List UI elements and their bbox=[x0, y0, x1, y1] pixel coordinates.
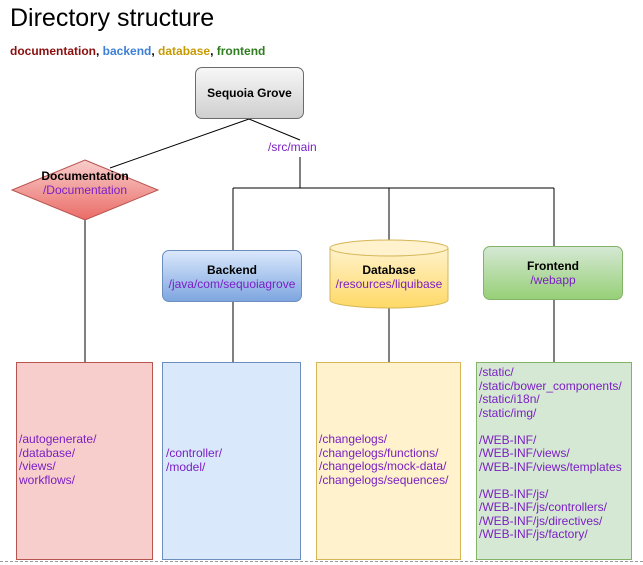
folder-entry: /WEB-INF/js/factory/ bbox=[479, 527, 588, 541]
folder-entry: /changelogs/mock-data/ bbox=[319, 459, 447, 473]
edge-label-src-main: /src/main bbox=[268, 140, 317, 154]
folder-entry: /model/ bbox=[166, 459, 206, 474]
documentation-diamond bbox=[10, 159, 160, 221]
legend-backend: backend bbox=[102, 44, 152, 58]
folder-group-spacer bbox=[479, 474, 631, 488]
legend-separator: , bbox=[96, 44, 103, 58]
legend-documentation: documentation bbox=[10, 44, 96, 58]
bottom-divider bbox=[0, 561, 643, 562]
folder-entry: /WEB-INF/js/ bbox=[479, 486, 549, 501]
page-title: Directory structure bbox=[10, 4, 215, 32]
legend-database: database bbox=[158, 44, 211, 58]
documentation-node: Documentation /Documentation bbox=[16, 169, 154, 197]
folder-entry: /WEB-INF/js/controllers/ bbox=[479, 500, 608, 514]
frontend-folders-panel: /static/ /static/bower_components/ /stat… bbox=[476, 362, 632, 560]
folder-entry: /static/img/ bbox=[479, 405, 537, 420]
backend-node-title: Backend bbox=[206, 263, 258, 277]
folder-entry: /WEB-INF/js/directives/ bbox=[479, 513, 603, 528]
edge-root-to-documentation bbox=[109, 118, 250, 169]
database-node-title: Database bbox=[362, 263, 416, 277]
database-node-path: /resources/liquibase bbox=[335, 277, 443, 291]
folder-entry: /static/bower_components/ bbox=[479, 378, 622, 393]
backend-folders-panel: /controller/ /model/ bbox=[162, 362, 301, 560]
folder-entry: /autogenerate/ bbox=[19, 432, 97, 446]
folder-entry: /changelogs/functions/ bbox=[319, 445, 439, 460]
edge-root-to-main bbox=[248, 118, 301, 141]
root-node-label: Sequoia Grove bbox=[207, 86, 292, 100]
folder-entry: workflows/ bbox=[19, 472, 76, 487]
documentation-node-path: /Documentation bbox=[42, 183, 128, 197]
folder-entry: /WEB-INF/views/ bbox=[479, 446, 570, 460]
legend-separator: , bbox=[151, 44, 159, 58]
documentation-folders-panel: /autogenerate/ /database/ /views/ workfl… bbox=[16, 362, 153, 560]
folder-entry: /controller/ bbox=[166, 446, 223, 460]
folder-entry: /WEB-INF/views/templates bbox=[479, 459, 622, 474]
folder-entry: /WEB-INF/ bbox=[479, 432, 537, 447]
folder-entry: /static/ bbox=[479, 365, 514, 379]
folder-entry: /views/ bbox=[19, 459, 56, 473]
folder-entry: /changelogs/sequences/ bbox=[319, 472, 449, 487]
folder-group-spacer bbox=[479, 420, 631, 434]
folder-entry: /static/i18n/ bbox=[479, 392, 540, 406]
frontend-node-title: Frontend bbox=[527, 259, 579, 273]
backend-node-path: /java/com/sequoiagrove bbox=[168, 277, 296, 291]
root-node-sequoia-grove: Sequoia Grove bbox=[195, 67, 304, 119]
database-folders-panel: /changelogs/ /changelogs/functions/ /cha… bbox=[316, 362, 461, 560]
folder-entry: /changelogs/ bbox=[319, 432, 388, 446]
folder-entry: /database/ bbox=[19, 445, 76, 460]
backend-node: Backend /java/com/sequoiagrove bbox=[162, 250, 302, 302]
legend-separator: , bbox=[210, 44, 217, 58]
database-node: Database /resources/liquibase bbox=[330, 263, 448, 291]
legend-frontend: frontend bbox=[216, 44, 266, 58]
frontend-node-path: /webapp bbox=[530, 273, 576, 287]
frontend-node: Frontend /webapp bbox=[483, 246, 623, 300]
documentation-node-title: Documentation bbox=[41, 169, 129, 183]
legend: documentation, backend, database, fronte… bbox=[10, 44, 265, 58]
database-cylinder bbox=[329, 239, 449, 309]
